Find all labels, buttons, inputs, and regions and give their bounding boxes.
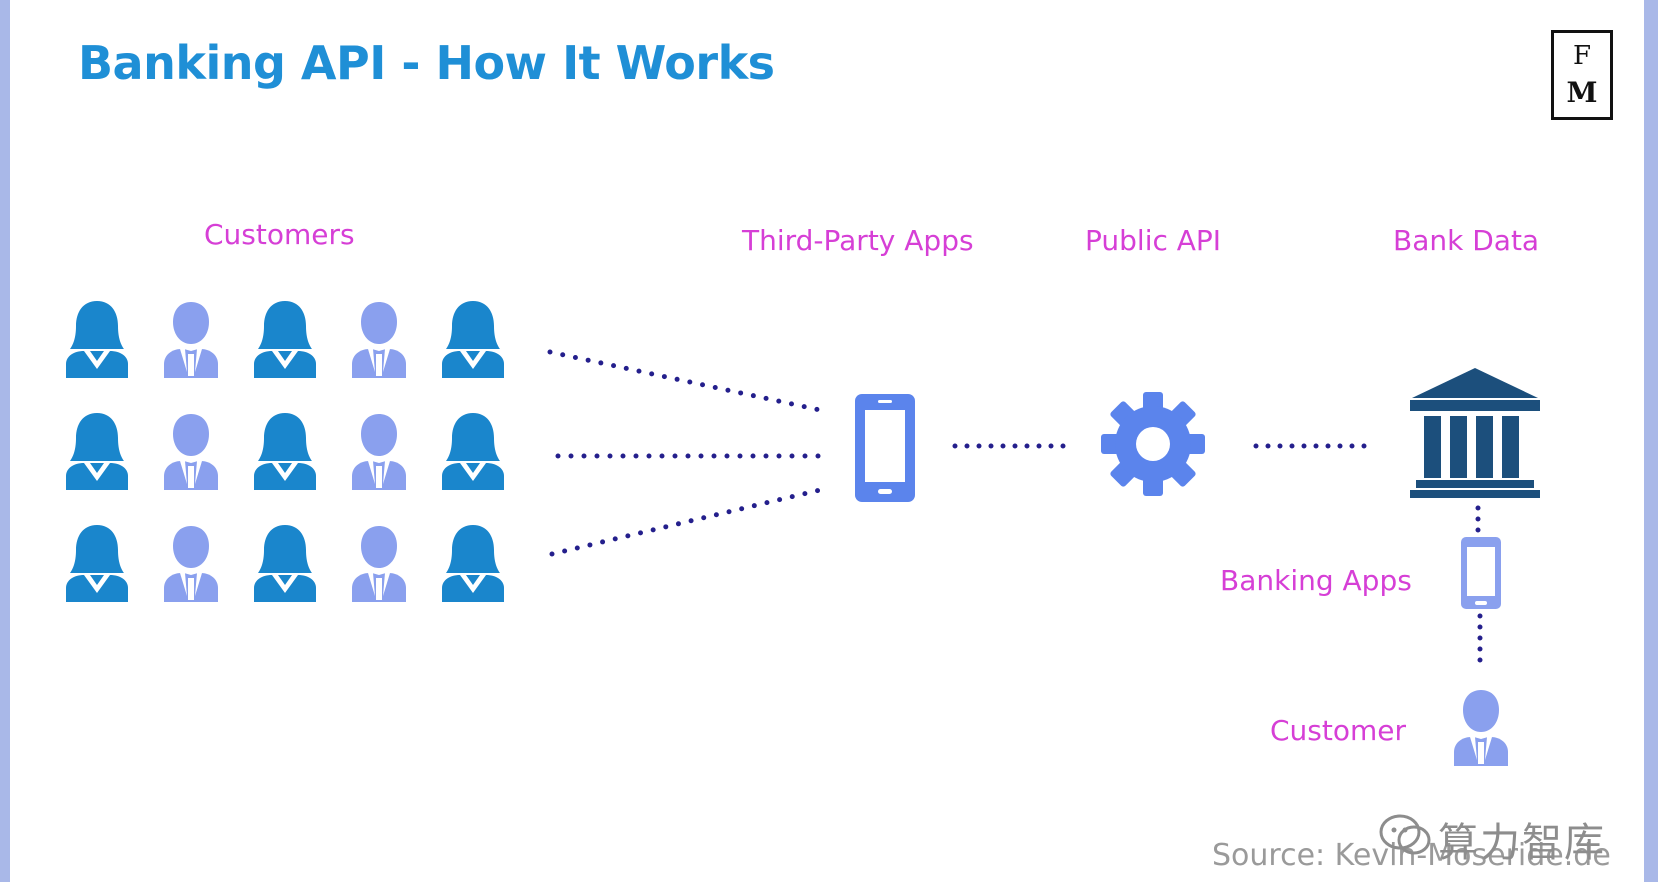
customer-female-icon (250, 298, 320, 378)
watermark: 算力智库 (1378, 806, 1614, 866)
customer-male-icon (344, 410, 414, 490)
label-bank-data: Bank Data (1393, 224, 1540, 257)
left-border (0, 0, 10, 882)
chat-bubble-icon (1379, 814, 1431, 855)
page-title: Banking API - How It Works (78, 36, 775, 90)
right-border (1644, 0, 1658, 882)
gear-icon (1101, 392, 1205, 496)
third-party-phone-icon (855, 394, 915, 502)
customer-male-icon (344, 298, 414, 378)
label-public-api: Public API (1085, 224, 1222, 257)
label-customer: Customer (1270, 714, 1407, 747)
watermark-text: 算力智库 (1438, 820, 1606, 866)
banking-app-phone-icon (1461, 537, 1501, 609)
logo-letter-m: M (1566, 76, 1598, 109)
customer-female-icon (438, 298, 508, 378)
customer-female-icon (438, 522, 508, 602)
customer-female-icon (62, 522, 132, 602)
customer-male-icon (344, 522, 414, 602)
customer-male-icon (156, 522, 226, 602)
customer-female-icon (250, 522, 320, 602)
customer-female-icon (438, 410, 508, 490)
connector-customers-bottom (549, 487, 823, 557)
fm-logo: F M (1551, 30, 1613, 120)
customer-female-icon (62, 410, 132, 490)
customer-male-icon (156, 410, 226, 490)
label-third-party-apps: Third-Party Apps (742, 224, 974, 257)
logo-letter-f: F (1572, 41, 1592, 71)
label-banking-apps: Banking Apps (1220, 564, 1412, 597)
connector-customers-top (547, 349, 823, 413)
customer-male-icon (156, 298, 226, 378)
bank-icon (1410, 368, 1540, 498)
customer-female-icon (250, 410, 320, 490)
label-customers: Customers (204, 218, 355, 251)
customer-female-icon (62, 298, 132, 378)
customer-icon (1446, 686, 1516, 766)
